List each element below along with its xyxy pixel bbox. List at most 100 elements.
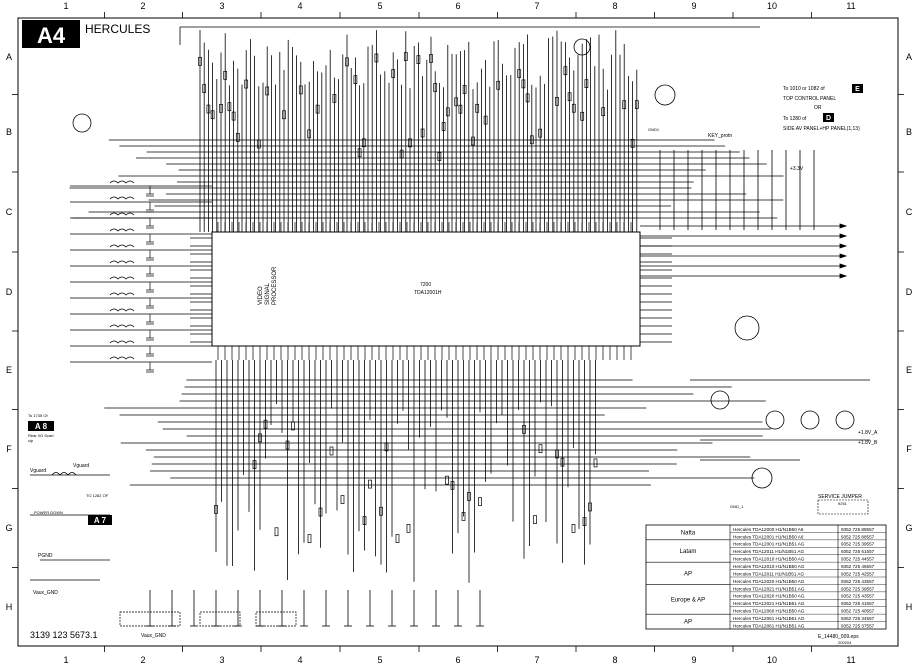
- ic-function: VIDEO SIGNAL PROCESSOR: [258, 266, 278, 305]
- net-vguard-2: Vguard: [73, 463, 89, 469]
- column-label-top-1: 1: [63, 1, 68, 11]
- table-cell-name: Hercules TDA12011 H1/N1B51 AG: [733, 549, 804, 554]
- resistor: [315, 104, 320, 114]
- transistor-q-bottom: [751, 467, 773, 489]
- transistor-q-right: [734, 315, 760, 341]
- table-region: AP: [684, 571, 692, 577]
- resistor: [374, 53, 379, 63]
- resistor: [630, 139, 635, 148]
- connector-d-line1: To 1280 of: [783, 116, 807, 122]
- resistor: [252, 460, 257, 469]
- resistor: [291, 421, 295, 431]
- connector-e: To 1010 or 1082 of E TOP CONTROL PANEL O…: [783, 84, 863, 111]
- inductor: [51, 472, 77, 476]
- net-gnd1: GND1: [648, 127, 660, 132]
- transistor: [800, 410, 820, 430]
- service-jumper-label: SERVICE JUMPER: [818, 494, 862, 500]
- connector-d: To 1280 of D SIDE AV PANEL+HP PANEL(1,13…: [783, 113, 860, 132]
- column-label-bottom-3: 3: [219, 655, 224, 665]
- inductor: [109, 324, 135, 328]
- table-cell-code: 9352 725 43557: [841, 594, 875, 599]
- arrow: [839, 233, 848, 239]
- resistor: [361, 138, 366, 148]
- resistor: [529, 135, 534, 145]
- column-label-top-9: 9: [691, 1, 696, 11]
- row-label-right-H: H: [906, 602, 913, 612]
- column-label-bottom-6: 6: [455, 655, 460, 665]
- column-label-top-7: 7: [534, 1, 539, 11]
- resistor: [462, 85, 467, 94]
- column-label-top-3: 3: [219, 1, 224, 11]
- table-region: Nafta: [681, 530, 696, 536]
- resistor: [198, 57, 202, 66]
- resistor: [555, 96, 559, 106]
- inductor: [109, 244, 135, 248]
- resistor: [420, 128, 425, 138]
- connector-a8: To 1735 Of A 8 Rear I/O Scart cip: [28, 413, 54, 443]
- resistor: [496, 80, 501, 90]
- column-label-bottom-11: 11: [846, 655, 855, 665]
- resistor: [399, 149, 404, 159]
- resistor: [582, 517, 587, 526]
- sheet-badge: A4: [37, 23, 66, 48]
- ic-function-3: PROCESSOR: [272, 266, 278, 305]
- row-label-left-B: B: [6, 127, 12, 137]
- net-p1v8b: +1.8V_B: [858, 440, 878, 446]
- resistor: [329, 446, 334, 456]
- table-cell-code: 9352 725 41557: [841, 601, 875, 606]
- resistor: [282, 110, 286, 120]
- table-cell-code: 9352 725 39557: [841, 586, 875, 591]
- table-cell-code: 9352 725 37557: [841, 623, 875, 628]
- table-cell-code: 9352 725 88557: [841, 527, 875, 532]
- resistor: [379, 506, 383, 516]
- row-label-left-H: H: [6, 602, 13, 612]
- column-label-top-5: 5: [377, 1, 382, 11]
- table-region: AP: [684, 620, 692, 626]
- connector-e-box: [852, 84, 863, 93]
- column-label-top-6: 6: [455, 1, 460, 11]
- net-vaux-gnd-bottom: Vaux_GND: [141, 633, 166, 639]
- arrow: [839, 243, 848, 249]
- resistor: [395, 534, 400, 543]
- resistor: [458, 104, 463, 114]
- resistor: [265, 86, 270, 96]
- connector-a8-line2: Rear I/O Scart: [28, 433, 54, 438]
- service-jumper: SERVICE JUMPER 9251: [817, 494, 869, 515]
- resistor: [274, 527, 279, 537]
- transistor: [835, 410, 855, 430]
- resistor: [521, 79, 526, 89]
- service-jumper-box: [817, 499, 869, 515]
- column-label-bottom-2: 2: [140, 655, 145, 665]
- connector-e-line3: OR: [814, 105, 822, 111]
- ic-ref: 7200: [420, 282, 431, 288]
- inductor: [109, 228, 135, 232]
- column-label-top-10: 10: [767, 1, 777, 11]
- table-cell-name: Hercules TDA12020 H1/N1B50 AG: [733, 579, 805, 584]
- column-label-top-11: 11: [846, 1, 855, 11]
- row-label-right-B: B: [906, 127, 912, 137]
- resistor: [601, 107, 606, 116]
- resistor: [450, 480, 455, 490]
- inductor: [109, 196, 135, 200]
- table-cell-name: Hercules TDA12020 H1/N1B50 AG: [733, 594, 805, 599]
- table-cell-name: Hercules TDA12061 H1/N1B51 AG: [733, 616, 805, 621]
- resistor: [307, 129, 312, 139]
- arrow: [839, 223, 848, 229]
- table-cell-name: Hercules TDA12010 H1/N1B50 AG: [733, 564, 805, 569]
- row-label-right-F: F: [906, 444, 912, 454]
- resistor: [406, 524, 411, 533]
- table-cell-name: Hercules TDA12021 H1/N1B51 AG: [733, 601, 805, 606]
- net-vguard: Vguard: [30, 468, 46, 474]
- resistor: [332, 93, 337, 103]
- resistor: [454, 97, 459, 107]
- connector-a8-line3: cip: [28, 438, 34, 443]
- net-vaux-gnd: Vaux_GND: [33, 590, 58, 596]
- resistor: [437, 152, 442, 161]
- resistor: [244, 79, 249, 89]
- transistor: [765, 410, 785, 430]
- resistor: [571, 524, 576, 533]
- resistor: [467, 492, 471, 501]
